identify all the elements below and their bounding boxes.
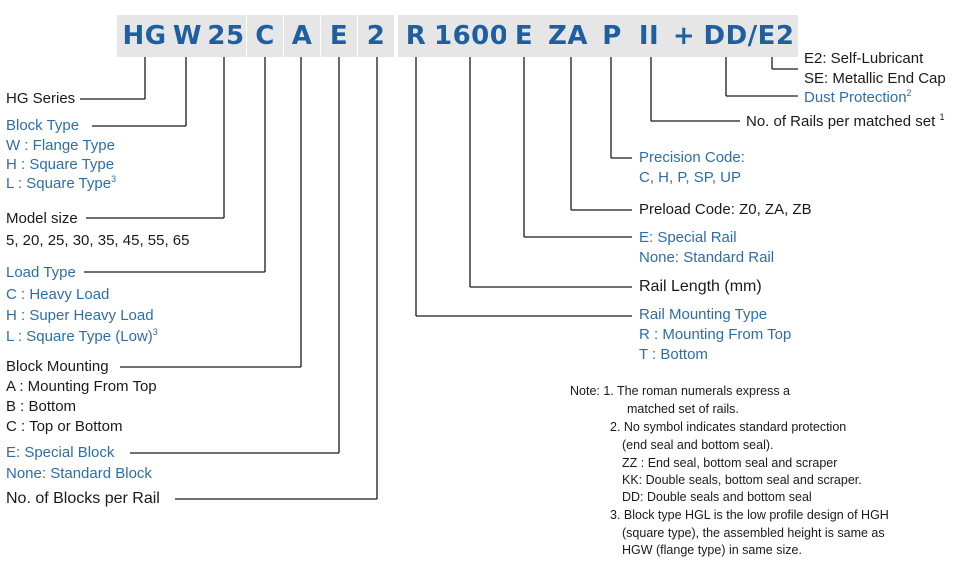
label-block-type-h: H : Square Type (6, 156, 115, 173)
label-hg-series: HG Series (6, 90, 76, 107)
label-special-block-e: E: Special Block (6, 444, 115, 461)
code-model-size: 25 (206, 15, 246, 57)
label-block-type-title: Block Type (6, 117, 80, 134)
note-line-10: HGW (flange type) in same size. (622, 543, 802, 557)
label-end-cap-se: SE: Metallic End Cap (804, 70, 946, 87)
label-special-rail-e: E: Special Rail (639, 229, 737, 246)
leader-load-type (84, 57, 266, 273)
leader-rail-mounting (415, 57, 632, 317)
code-dust-protection: DD/E2 (700, 15, 798, 57)
leader-special-block (130, 57, 340, 454)
label-load-type-h: H : Super Heavy Load (6, 307, 154, 324)
label-blocks-per-rail: No. of Blocks per Rail (6, 490, 160, 507)
note-line-2: matched set of rails. (627, 402, 739, 416)
leader-preload (570, 57, 632, 211)
code-blocks-per-rail: 2 (358, 15, 394, 57)
label-load-type-c: C : Heavy Load (6, 286, 110, 303)
label-precision-values: C, H, P, SP, UP (639, 169, 741, 186)
code-block-type: W (168, 15, 207, 57)
label-block-type-l: L : Square Type3 (6, 174, 117, 193)
note-line-3: 2. No symbol indicates standard protecti… (610, 420, 847, 434)
leader-precision (610, 57, 632, 159)
leader-end-cap (771, 57, 798, 70)
leader-block-type (92, 57, 187, 127)
label-load-type-title: Load Type (6, 264, 76, 281)
label-rail-mounting-title: Rail Mounting Type (639, 306, 768, 323)
code-plus: + (668, 15, 700, 57)
leader-dust-protection (725, 57, 798, 97)
code-precision: P (594, 15, 630, 57)
label-precision-title: Precision Code: (639, 149, 745, 166)
code-special-rail: E (506, 15, 542, 57)
label-block-mounting-c: C : Top or Bottom (6, 418, 123, 435)
label-special-block-none: None: Standard Block (6, 465, 152, 482)
label-load-type-l: L : Square Type (Low)3 (6, 327, 158, 346)
leader-rails-per-set (650, 57, 740, 122)
leader-special-rail (523, 57, 632, 238)
note-line-4: (end seal and bottom seal). (622, 438, 774, 452)
label-block-mounting-a: A : Mounting From Top (6, 378, 157, 395)
leader-rail-length (469, 57, 632, 288)
note-line-9: (square type), the assembled height is s… (622, 526, 885, 540)
code-rail-length: 1600 (434, 15, 508, 57)
note-line-8: 3. Block type HGL is the low profile des… (610, 508, 889, 522)
leader-block-mounting (120, 57, 302, 368)
code-block-mounting: A (284, 15, 320, 57)
label-rail-mounting-r: R : Mounting From Top (639, 326, 792, 343)
label-model-size-values: 5, 20, 25, 30, 35, 45, 55, 65 (6, 232, 190, 249)
code-load-type: C (247, 15, 283, 57)
label-block-mounting-title: Block Mounting (6, 358, 109, 375)
code-rail-mounting: R (398, 15, 434, 57)
label-dust-protection: Dust Protection2 (804, 88, 912, 107)
label-special-rail-none: None: Standard Rail (639, 249, 775, 266)
label-end-cap-e2: E2: Self-Lubricant (804, 50, 924, 67)
note-line-7: DD: Double seals and bottom seal (622, 490, 812, 504)
code-rails-per-set: II (630, 15, 668, 57)
label-preload: Preload Code: Z0, ZA, ZB (639, 201, 812, 218)
label-rail-length: Rail Length (mm) (639, 278, 762, 295)
note-line-1: Note: 1. The roman numerals express a (570, 384, 791, 398)
label-rails-per-set: No. of Rails per matched set 1 (746, 112, 945, 131)
code-preload: ZA (542, 15, 594, 57)
note-line-6: KK: Double seals, bottom seal and scrape… (622, 473, 862, 487)
leader-blocks-per-rail (175, 57, 378, 500)
label-rail-mounting-t: T : Bottom (639, 346, 708, 363)
code-special-block: E (321, 15, 357, 57)
note-line-5: ZZ : End seal, bottom seal and scraper (622, 456, 838, 470)
label-block-type-w: W : Flange Type (6, 137, 115, 154)
code-series: HG (117, 15, 172, 57)
leader-model-size (86, 57, 225, 219)
label-model-size-title: Model size (6, 210, 78, 227)
leader-hg-series (80, 57, 146, 100)
label-block-mounting-b: B : Bottom (6, 398, 77, 415)
